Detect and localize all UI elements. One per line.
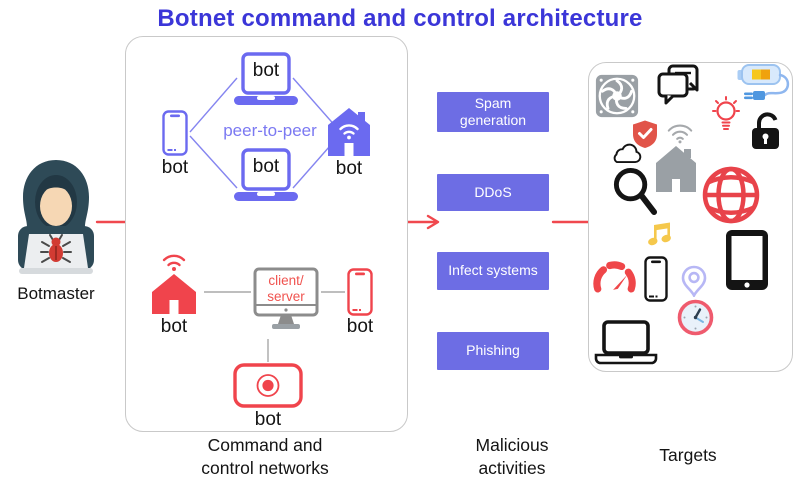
lightbulb-icon (712, 96, 740, 130)
p2p-laptop-bottom: bot (233, 148, 299, 203)
activity-phishing: Phishing (437, 332, 549, 370)
bot-label: bot (160, 316, 188, 337)
search-icon (613, 167, 658, 215)
activity-infect-systems: Infect systems (437, 252, 549, 290)
power-bank-icon (737, 64, 790, 100)
activity-ddos: DDoS (437, 174, 549, 211)
bot-label: bot (335, 158, 363, 179)
laptop-icon (594, 320, 658, 365)
smart-home-icon (328, 108, 370, 156)
location-pin-icon (681, 265, 707, 297)
music-note-icon (648, 222, 671, 246)
bot-label: bot (252, 156, 280, 177)
wifi-icon (667, 124, 693, 144)
malicious-caption: Malicious activities (475, 435, 549, 479)
laptop-icon (234, 52, 298, 105)
client-server-monitor: client/ server (253, 267, 319, 337)
fan-icon (595, 74, 639, 118)
client-server-label: client/ server (267, 273, 305, 304)
monitor-icon (253, 267, 319, 329)
cloud-icon (613, 143, 642, 164)
smartphone-icon (162, 110, 188, 156)
padlock-icon (752, 112, 779, 149)
bot-label: bot (161, 157, 189, 178)
activity-spam-generation: Spam generation (437, 92, 549, 132)
bot-label: bot (252, 60, 280, 81)
cnc-caption: Command and control networks (201, 435, 329, 479)
targets-caption: Targets (659, 445, 717, 465)
chat-icon (657, 64, 699, 105)
peer-to-peer-label: peer-to-peer (223, 121, 317, 140)
network-connector-lines (189, 77, 345, 362)
bot-label: bot (346, 316, 374, 337)
botmaster-hacker-icon (18, 160, 94, 274)
p2p-laptop-top: bot (233, 52, 299, 107)
smart-home-icon (152, 254, 196, 314)
bot-label: bot (254, 409, 282, 430)
globe-icon (702, 166, 760, 224)
smartphone-icon (644, 256, 668, 302)
page-title: Botnet command and control architecture (157, 5, 643, 32)
gauge-icon (593, 261, 636, 293)
clock-icon (677, 299, 714, 336)
webcam-device-icon (233, 363, 303, 408)
smartphone-icon (347, 268, 373, 316)
shield-check-icon (633, 120, 657, 148)
tablet-icon (726, 230, 768, 290)
botmaster-label: Botmaster (17, 284, 95, 303)
home-icon (656, 146, 696, 192)
laptop-icon (234, 148, 298, 201)
